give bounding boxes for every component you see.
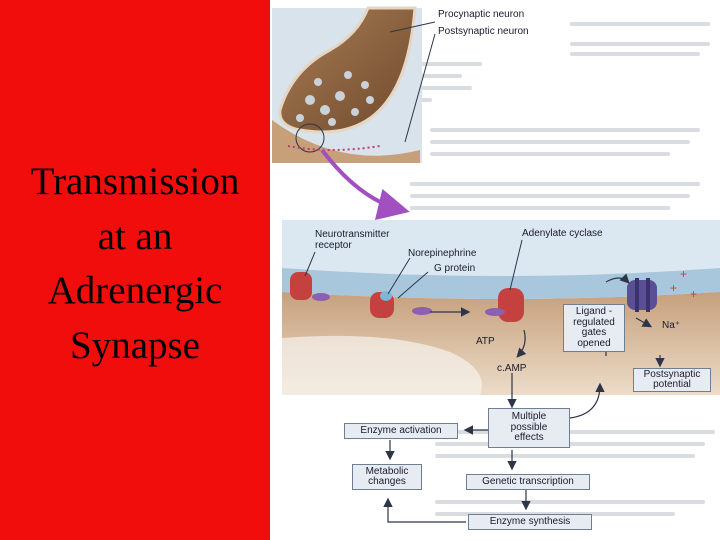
title-line: Synapse [0,319,270,374]
title-line: Transmission [0,155,270,210]
synapse-diagram: + + + Procynaptic neuron Postsynaptic ne… [270,0,720,540]
title-line: at an [0,210,270,265]
multiple-effects-box: Multiple possible effects [488,408,570,448]
norepinephrine-label: Norepinephrine [408,249,476,260]
box-line: changes [368,477,406,488]
enzyme-activation-box: Enzyme activation [344,423,458,439]
diagram-graphics: + + + [270,0,720,540]
ligand-gates-box: Ligand - regulated gates opened [563,304,625,352]
metabolic-changes-box: Metabolic changes [352,464,422,490]
nt-receptor-line2: receptor [315,241,389,252]
box-line: gates [582,328,606,339]
title-panel: Transmission at an Adrenergic Synapse [0,0,270,540]
genetic-transcription-box: Genetic transcription [466,474,590,490]
svg-text:+: + [690,287,697,301]
box-line: effects [514,433,543,444]
sodium-label: Na⁺ [662,321,680,332]
box-line: opened [577,339,610,350]
adenylate-cyclase-label: Adenylate cyclase [522,229,603,240]
camp-label: c.AMP [497,364,526,375]
atp-label: ATP [476,337,495,348]
box-line: potential [653,380,691,391]
svg-text:+: + [670,281,677,295]
postsynaptic-potential-box: Postsynaptic potential [633,368,711,392]
slide-title: Transmission at an Adrenergic Synapse [0,155,270,373]
title-line: Adrenergic [0,264,270,319]
box-line: Ligand - [576,307,612,318]
g-protein-label: G protein [434,264,475,275]
nt-receptor-line1: Neurotransmitter [315,230,389,241]
presynaptic-neuron-label: Procynaptic neuron [438,10,524,21]
postsynaptic-neuron-label: Postsynaptic neuron [438,27,529,38]
enzyme-synthesis-box: Enzyme synthesis [468,514,592,530]
neurotransmitter-receptor-label: Neurotransmitter receptor [315,230,389,251]
presynaptic-terminal [272,8,435,163]
svg-text:+: + [680,267,687,281]
